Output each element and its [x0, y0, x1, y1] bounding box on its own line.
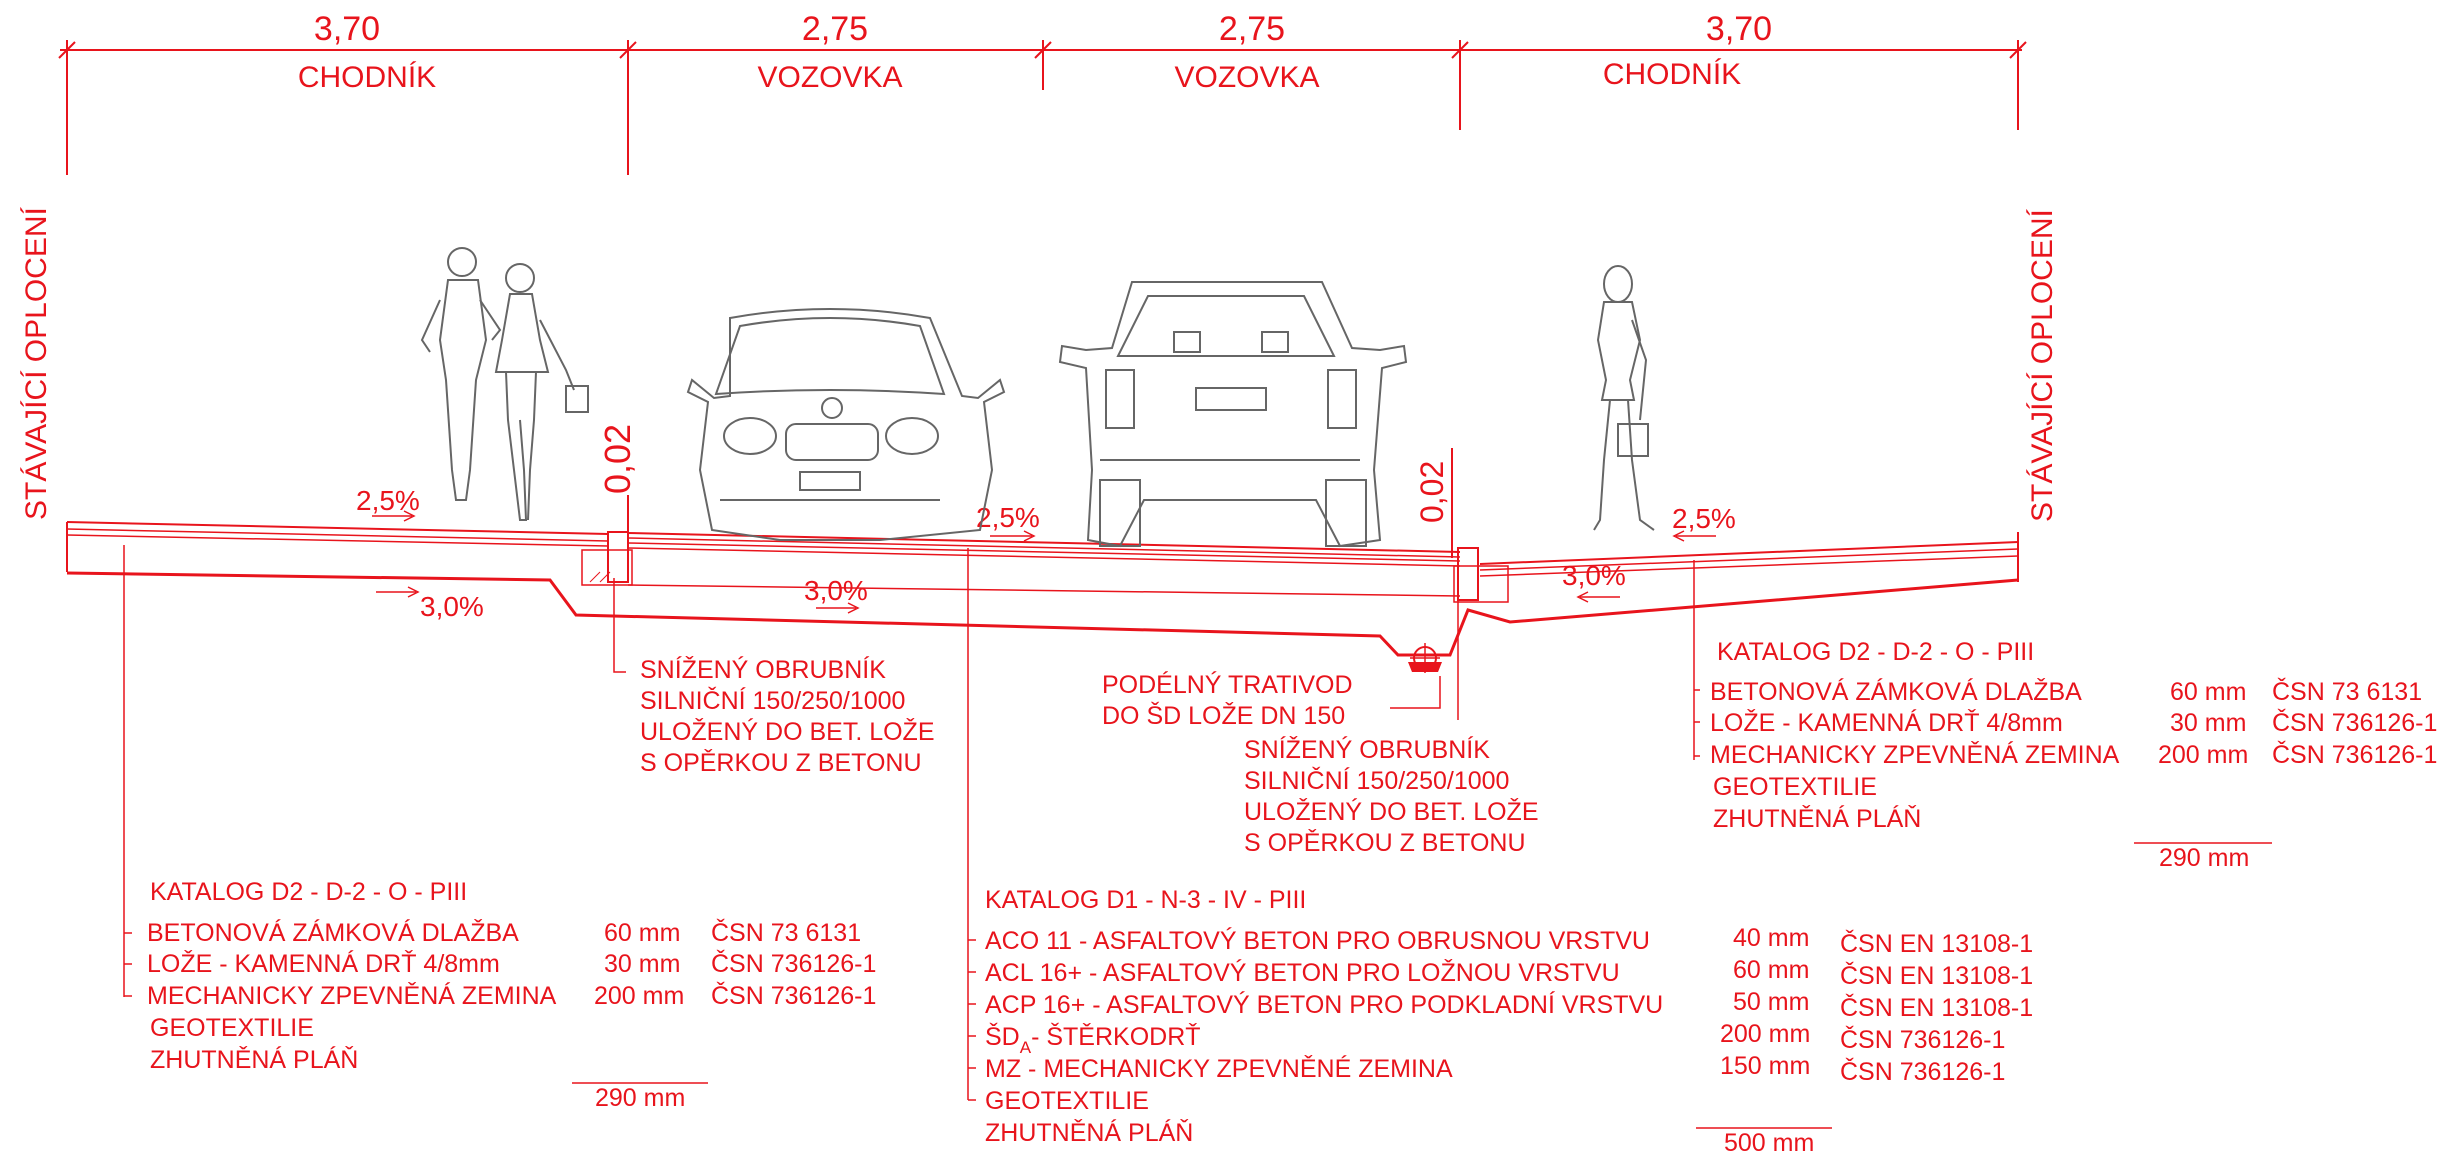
left-layer-2-name: LOŽE - KAMENNÁ DRŤ 4/8mm	[147, 949, 500, 978]
height-right: 0,02	[1414, 461, 1450, 523]
pedestrians-couple-illustration	[420, 247, 589, 521]
road-layer-4-name-group: ŠDA- ŠTĚRKODRŤ	[985, 1022, 1201, 1057]
dim-value-4: 3,70	[1706, 10, 1772, 48]
dim-value-2: 2,75	[802, 10, 868, 48]
slope-road-bottom: 3,0%	[804, 575, 868, 606]
right-catalog-title: KATALOG D2 - D-2 - O - PIII	[1717, 638, 2034, 666]
cross-section-layers	[66, 521, 2019, 673]
road-layer-4-thick: 200 mm	[1720, 1020, 1810, 1048]
right-layer-2-name: LOŽE - KAMENNÁ DRŤ 4/8mm	[1710, 708, 2063, 737]
road-layer-1-thick: 40 mm	[1733, 924, 1809, 952]
slope-left-top: 2,5%	[356, 485, 420, 516]
leader-lines	[123, 545, 1700, 1101]
right-layer-4-name: GEOTEXTILIE	[1713, 773, 1877, 801]
left-layer-3-norm: ČSN 736126-1	[711, 981, 876, 1010]
right-sidewalk-catalog: KATALOG D2 - D-2 - O - PIII BETONOVÁ ZÁM…	[1710, 638, 2437, 872]
right-layer-3-norm: ČSN 736126-1	[2272, 740, 2437, 769]
drain-note: PODÉLNÝ TRATIVOD DO ŠD LOŽE DN 150	[1102, 670, 1353, 730]
road-layer-3-norm: ČSN EN 13108-1	[1840, 993, 2033, 1022]
dim-value-3: 2,75	[1219, 10, 1285, 48]
road-catalog: KATALOG D1 - N-3 - IV - PIII ACO 11 - AS…	[985, 886, 2033, 1157]
right-layer-3-name: MECHANICKY ZPEVNĚNÁ ZEMINA	[1710, 740, 2120, 769]
road-layer-4-sub: A	[1020, 1038, 1032, 1057]
curb-right-note: SNÍŽENÝ OBRUBNÍK SILNIČNÍ 150/250/1000 U…	[1244, 735, 1539, 857]
right-layer-3-thick: 200 mm	[2158, 741, 2248, 769]
curb-right-line-2: SILNIČNÍ 150/250/1000	[1244, 766, 1509, 795]
left-layer-3-name: MECHANICKY ZPEVNĚNÁ ZEMINA	[147, 981, 557, 1010]
curb-right-line-1: SNÍŽENÝ OBRUBNÍK	[1244, 735, 1490, 764]
drain-line-2: DO ŠD LOŽE DN 150	[1102, 701, 1345, 730]
curb-right-line-3: ULOŽENÝ DO BET. LOŽE	[1244, 797, 1539, 826]
dim-name-1: CHODNÍK	[298, 61, 436, 94]
dimension-chain: 3,70 2,75 2,75 3,70 CHODNÍK VOZOVKA VOZO…	[58, 10, 2027, 175]
right-catalog-total: 290 mm	[2159, 844, 2249, 872]
left-layer-5-name: ZHUTNĚNÁ PLÁŇ	[150, 1045, 358, 1074]
road-layer-2-name: ACL 16+ - ASFALTOVÝ BETON PRO LOŽNOU VRS…	[985, 958, 1620, 987]
height-left: 0,02	[597, 424, 638, 494]
drain-line-1: PODÉLNÝ TRATIVOD	[1102, 670, 1353, 699]
right-layer-2-thick: 30 mm	[2170, 709, 2246, 737]
road-layer-2-norm: ČSN EN 13108-1	[1840, 961, 2033, 990]
left-sidewalk-catalog: KATALOG D2 - D-2 - O - PIII BETONOVÁ ZÁM…	[147, 878, 876, 1112]
left-catalog-title: KATALOG D2 - D-2 - O - PIII	[150, 878, 467, 906]
right-layer-1-norm: ČSN 73 6131	[2272, 677, 2422, 706]
suv-rear-illustration	[1058, 281, 1408, 548]
left-layer-1-thick: 60 mm	[604, 919, 680, 947]
left-layer-1-name: BETONOVÁ ZÁMKOVÁ DLAŽBA	[147, 918, 519, 947]
slope-left-bottom: 3,0%	[420, 591, 484, 622]
slope-annotations: 2,5% 3,0% 2,5% 3,0% 2,5% 3,0%	[356, 485, 1736, 622]
left-layer-4-name: GEOTEXTILIE	[150, 1014, 314, 1042]
fence-left-label: STÁVAJÍCÍ OPLOCENÍ	[20, 206, 53, 520]
left-layer-2-thick: 30 mm	[604, 950, 680, 978]
right-layer-1-thick: 60 mm	[2170, 678, 2246, 706]
left-layer-1-norm: ČSN 73 6131	[711, 918, 861, 947]
road-layer-1-name: ACO 11 - ASFALTOVÝ BETON PRO OBRUSNOU VR…	[985, 926, 1650, 955]
right-layer-2-norm: ČSN 736126-1	[2272, 708, 2437, 737]
left-layer-2-norm: ČSN 736126-1	[711, 949, 876, 978]
road-layer-5-name: MZ - MECHANICKY ZPEVNĚNÉ ZEMINA	[985, 1054, 1453, 1083]
curb-left-line-1: SNÍŽENÝ OBRUBNÍK	[640, 655, 886, 684]
road-layer-4-name: ŠD	[985, 1022, 1020, 1051]
curb-left-line-2: SILNIČNÍ 150/250/1000	[640, 686, 905, 715]
curb-left-note: SNÍŽENÝ OBRUBNÍK SILNIČNÍ 150/250/1000 U…	[640, 655, 935, 777]
road-layer-6-name: GEOTEXTILIE	[985, 1087, 1149, 1115]
fence-right-label: STÁVAJÍCÍ OPLOCENÍ	[2026, 208, 2059, 522]
slope-right-top: 2,5%	[1672, 503, 1736, 534]
road-layer-2-thick: 60 mm	[1733, 956, 1809, 984]
curb-left-line-3: ULOŽENÝ DO BET. LOŽE	[640, 717, 935, 746]
road-layer-4-tail: - ŠTĚRKODRŤ	[1031, 1022, 1200, 1051]
road-layer-5-thick: 150 mm	[1720, 1052, 1810, 1080]
dim-value-1: 3,70	[314, 10, 380, 48]
pedestrian-woman-illustration	[1593, 265, 1655, 531]
slope-right-bottom: 3,0%	[1562, 560, 1626, 591]
right-layer-5-name: ZHUTNĚNÁ PLÁŇ	[1713, 804, 1921, 833]
dim-name-4: CHODNÍK	[1603, 58, 1741, 91]
road-layer-5-norm: ČSN 736126-1	[1840, 1057, 2005, 1086]
slope-road-top: 2,5%	[976, 502, 1040, 533]
road-layer-3-name: ACP 16+ - ASFALTOVÝ BETON PRO PODKLADNÍ …	[985, 990, 1663, 1019]
left-layer-3-thick: 200 mm	[594, 982, 684, 1010]
curb-right-line-4: S OPĚRKOU Z BETONU	[1244, 828, 1526, 857]
left-catalog-total: 290 mm	[595, 1084, 685, 1112]
road-layer-7-name: ZHUTNĚNÁ PLÁŇ	[985, 1118, 1193, 1147]
curb-left-line-4: S OPĚRKOU Z BETONU	[640, 748, 922, 777]
road-catalog-title: KATALOG D1 - N-3 - IV - PIII	[985, 886, 1306, 914]
road-layer-1-norm: ČSN EN 13108-1	[1840, 929, 2033, 958]
road-layer-3-thick: 50 mm	[1733, 988, 1809, 1016]
road-layer-4-norm: ČSN 736126-1	[1840, 1025, 2005, 1054]
car-front-illustration	[686, 308, 1006, 541]
right-layer-1-name: BETONOVÁ ZÁMKOVÁ DLAŽBA	[1710, 677, 2082, 706]
dim-name-3: VOZOVKA	[1174, 61, 1319, 94]
dim-name-2: VOZOVKA	[757, 61, 902, 94]
road-catalog-total: 500 mm	[1724, 1129, 1814, 1157]
